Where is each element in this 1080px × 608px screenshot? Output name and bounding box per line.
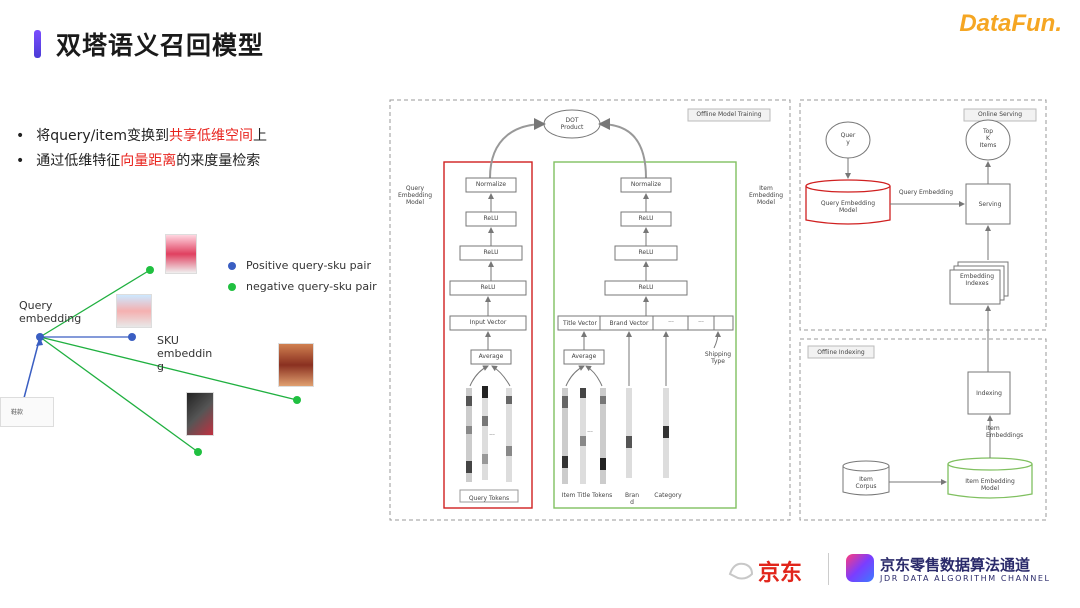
item-relu-1: ReLU bbox=[638, 215, 654, 222]
query-arrow bbox=[23, 336, 41, 399]
training-region bbox=[389, 99, 791, 521]
brand-label: Bran d bbox=[624, 492, 640, 506]
category-label: Category bbox=[654, 492, 682, 499]
neg-line-1 bbox=[39, 269, 151, 338]
legend-positive: Positive query-sku pair bbox=[228, 259, 371, 272]
channel-name-en: JDR DATA ALGORITHM CHANNEL bbox=[880, 574, 1051, 583]
item-relu-2: ReLU bbox=[638, 249, 654, 256]
indexing-label: Indexing bbox=[976, 390, 1002, 397]
footer-separator bbox=[828, 553, 829, 585]
channel-name: 京东零售数据算法通道 bbox=[880, 556, 1031, 574]
query-embedding-model-db bbox=[805, 186, 891, 225]
query-embedding-edge-label: Query Embedding bbox=[898, 189, 954, 196]
datafun-logo: DataFun. bbox=[959, 10, 1062, 37]
item-embedding-model-label: Item Embedding Model bbox=[965, 478, 1015, 492]
item-embeddings-label: Item Embeddings bbox=[986, 425, 1024, 439]
bullet-2: 通过低维特征向量距离的来度量检索 bbox=[16, 149, 267, 174]
dot-product-label: DOT Product bbox=[560, 117, 584, 131]
neg-point-1 bbox=[146, 266, 154, 274]
query-input-vector: Input Vector bbox=[469, 319, 507, 326]
jd-dog-logo-icon bbox=[726, 558, 756, 582]
query-tower-box bbox=[443, 161, 533, 509]
query-embedding-model-label: Query Embedding Model bbox=[820, 200, 876, 214]
topk-node bbox=[965, 119, 1011, 161]
item-corpus-label: Item Corpus bbox=[855, 476, 877, 490]
sku-embedding-label: SKU embeddin g bbox=[157, 334, 213, 373]
title-accent-bar bbox=[34, 30, 41, 58]
query-tokens-label: Query Tokens bbox=[468, 495, 510, 502]
embedding-space-illustration bbox=[23, 266, 301, 456]
serving-region bbox=[799, 99, 1047, 331]
channel-logo-icon bbox=[846, 554, 874, 582]
offline-indexing-label: Offline Indexing bbox=[817, 349, 865, 356]
serving-box bbox=[965, 183, 1011, 225]
item-embedding-model-db bbox=[947, 464, 1033, 499]
neg-point-2 bbox=[293, 396, 301, 404]
query-point bbox=[36, 333, 44, 341]
vector-ellipsis-2: ... bbox=[698, 317, 704, 324]
two-tower-architecture-diagram bbox=[389, 99, 1047, 521]
indexing-region bbox=[799, 338, 1047, 521]
neg-line-2 bbox=[39, 336, 298, 401]
item-average: Average bbox=[571, 353, 597, 360]
embedding-indexes-box bbox=[949, 269, 1001, 305]
item-token-columns bbox=[562, 388, 669, 484]
query-relu-1: ReLU bbox=[483, 215, 499, 222]
page-title: 双塔语义召回模型 bbox=[56, 31, 265, 60]
item-normalize: Normalize bbox=[630, 181, 662, 188]
legend-positive-dot bbox=[228, 262, 236, 270]
jd-logo-text: 京东 bbox=[758, 561, 803, 586]
query-token-ellipsis: ... bbox=[489, 430, 495, 437]
query-normalize: Normalize bbox=[475, 181, 507, 188]
pos-point bbox=[128, 333, 136, 341]
online-serving-label: Online Serving bbox=[977, 111, 1023, 118]
title-vector: Title Vector bbox=[563, 320, 597, 327]
indexing-box bbox=[967, 371, 1011, 415]
product-thumb-1 bbox=[165, 234, 197, 274]
side-label-box: 鞋款 bbox=[0, 397, 54, 427]
offline-training-label: Offline Model Training bbox=[696, 111, 762, 118]
brand-vector: Brand Vector bbox=[609, 320, 649, 327]
item-corpus-db bbox=[842, 466, 890, 496]
legend-negative-dot bbox=[228, 283, 236, 291]
neg-line-3 bbox=[39, 336, 199, 453]
product-thumb-3 bbox=[278, 343, 314, 387]
shipping-type-label: Shipping Type bbox=[704, 351, 732, 365]
item-relu-3: ReLU bbox=[638, 284, 654, 291]
query-relu-3: ReLU bbox=[480, 284, 496, 291]
query-node-label: Quer y bbox=[840, 132, 856, 146]
query-average: Average bbox=[478, 353, 504, 360]
neg-point-3 bbox=[194, 448, 202, 456]
embedding-indexes-label: Embedding Indexes bbox=[959, 273, 995, 287]
query-relu-2: ReLU bbox=[483, 249, 499, 256]
bullet-list: 将query/item变换到共享低维空间上 通过低维特征向量距离的来度量检索 bbox=[16, 124, 267, 174]
item-model-side-label: Item Embedding Model bbox=[748, 185, 784, 206]
item-title-tokens-label: Item Title Tokens bbox=[561, 492, 613, 499]
legend-negative: negative query-sku pair bbox=[228, 280, 377, 293]
query-token-columns bbox=[466, 386, 512, 482]
bullet-1: 将query/item变换到共享低维空间上 bbox=[16, 124, 267, 149]
product-thumb-2 bbox=[116, 294, 152, 328]
product-thumb-4 bbox=[186, 392, 214, 436]
query-embedding-label: Query embedding bbox=[19, 299, 82, 325]
vector-ellipsis-1: ... bbox=[668, 317, 674, 324]
item-token-ellipsis: ... bbox=[587, 427, 593, 434]
serving-label: Serving bbox=[978, 201, 1002, 208]
query-model-side-label: Query Embedding Model bbox=[397, 185, 433, 206]
topk-node-label: Top K Items bbox=[979, 128, 997, 149]
